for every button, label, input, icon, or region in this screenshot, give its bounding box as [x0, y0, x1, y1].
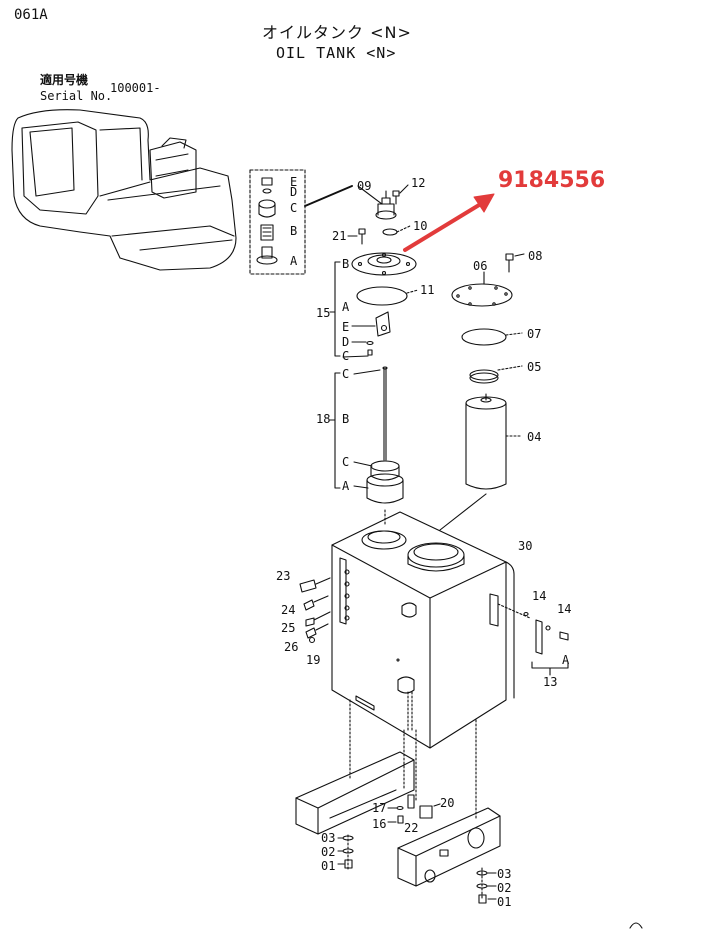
- label-10: 10: [413, 219, 428, 233]
- bolt-08: [505, 253, 525, 273]
- label-02-right: 02: [497, 881, 512, 895]
- label-22: 22: [404, 821, 419, 835]
- label-19: 19: [306, 653, 321, 667]
- group15-label-a: A: [342, 300, 350, 314]
- label-15: 15: [316, 306, 331, 320]
- ring-05: [469, 365, 523, 384]
- bolts-mid: [387, 794, 441, 824]
- drain-fittings: [299, 577, 331, 644]
- label-13: 13: [543, 675, 558, 689]
- group15-label-e: E: [342, 320, 350, 334]
- group15-label-c: C: [342, 349, 350, 363]
- group15-label-b: B: [342, 257, 350, 271]
- cover-06: [451, 271, 513, 307]
- group18-label-b: B: [342, 412, 350, 426]
- bracket-15e: [351, 311, 391, 356]
- bolt-21: [347, 228, 366, 245]
- oil-tank-30: [331, 511, 515, 749]
- label-21: 21: [332, 229, 347, 243]
- cover-plate-15b: [351, 252, 417, 276]
- o-ring-10: [382, 228, 398, 236]
- fasteners-right: [476, 870, 497, 904]
- valve-assembly-09: [357, 184, 409, 220]
- label-01-left: 01: [321, 859, 336, 873]
- label-25: 25: [281, 621, 296, 635]
- label-09: 09: [357, 179, 372, 193]
- box-label-b: B: [290, 224, 298, 238]
- callout-arrowhead: [473, 193, 495, 213]
- label-06: 06: [473, 259, 488, 273]
- title-japanese: オイルタンク <N>: [262, 23, 412, 42]
- label-17: 17: [372, 801, 387, 815]
- label-11: 11: [420, 283, 435, 297]
- group-18-bracket: [329, 372, 341, 489]
- label-08: 08: [528, 249, 543, 263]
- label-03-left: 03: [321, 831, 336, 845]
- excavator-overview: [11, 109, 237, 271]
- label-26: 26: [284, 640, 299, 654]
- group18-label-c-top: C: [342, 367, 350, 381]
- label-18: 18: [316, 412, 331, 426]
- label-20: 20: [440, 796, 455, 810]
- label-05: 05: [527, 360, 542, 374]
- label-14-b: 14: [557, 602, 572, 616]
- label-24: 24: [281, 603, 296, 617]
- gasket-11: [356, 286, 408, 306]
- support-bracket-right: [397, 807, 501, 901]
- label-01-right: 01: [497, 895, 512, 909]
- serial-label-japanese: 適用号機: [40, 73, 89, 87]
- label-07: 07: [527, 327, 542, 341]
- box-label-d: D: [290, 185, 298, 199]
- group18-label-a: A: [342, 479, 350, 493]
- group15-label-d: D: [342, 335, 350, 349]
- box-label-c: C: [290, 201, 298, 215]
- title-english: OIL TANK <N>: [276, 44, 397, 62]
- part-number-callout: 9184556: [498, 168, 606, 193]
- box-label-a: A: [290, 254, 298, 268]
- o-ring-07: [461, 328, 507, 346]
- group-13-bracket: [531, 661, 569, 676]
- label-23: 23: [276, 569, 291, 583]
- label-12: 12: [411, 176, 426, 190]
- group13-label-a: A: [562, 653, 570, 667]
- label-30: 30: [518, 539, 533, 553]
- filter-element-04: [439, 393, 523, 531]
- label-02-left: 02: [321, 845, 336, 859]
- level-gauge-13: [497, 603, 569, 655]
- fasteners-left: [337, 835, 354, 869]
- serial-label-english: Serial No.: [40, 89, 113, 103]
- box-parts: [256, 177, 278, 265]
- group18-label-c-bottom: C: [342, 455, 350, 469]
- box-label-e: E: [290, 175, 298, 189]
- callout-arrow: [403, 200, 486, 252]
- page-code: 061A: [14, 7, 48, 23]
- subassembly-box: [249, 169, 306, 275]
- label-03-right: 03: [497, 867, 512, 881]
- group-15-bracket: [329, 261, 341, 357]
- serial-value: 100001-: [110, 81, 161, 95]
- support-bracket-left: [295, 751, 415, 871]
- label-16: 16: [372, 817, 387, 831]
- strainer-18: [366, 366, 404, 526]
- label-04: 04: [527, 430, 542, 444]
- label-14-a: 14: [532, 589, 547, 603]
